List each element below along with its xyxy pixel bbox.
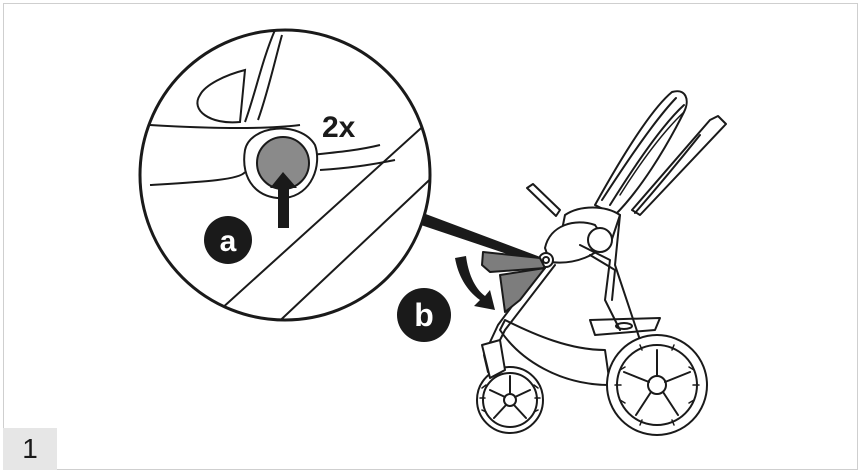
front-wheel <box>476 366 544 434</box>
step-number: 1 <box>22 433 38 464</box>
label-a: a <box>220 225 237 258</box>
step-number-box: 1 <box>3 428 57 470</box>
label-a-badge <box>204 216 252 264</box>
down-arrow-icon <box>455 256 495 310</box>
repeat-count-label: 2x <box>322 111 356 144</box>
label-b: b <box>414 297 434 333</box>
label-b-badge <box>397 288 451 342</box>
fold-lever <box>481 251 546 273</box>
callout-connector <box>412 210 543 265</box>
rear-wheel <box>606 334 708 436</box>
illustration-frame <box>3 3 858 470</box>
up-arrow-icon <box>270 172 297 228</box>
stroller <box>476 90 727 436</box>
detail-callout <box>138 28 432 322</box>
